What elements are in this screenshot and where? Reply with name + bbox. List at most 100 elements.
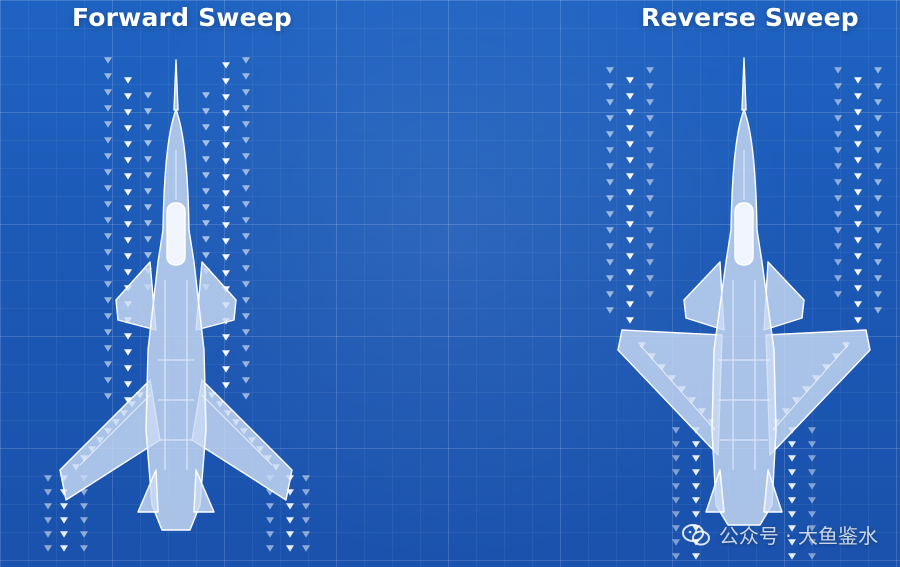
airflow-arrow: [242, 313, 250, 320]
right-tail: [763, 469, 783, 513]
airflow-arrow: [202, 236, 210, 243]
airflow-arrow: [104, 201, 112, 208]
airflow-arrow: [222, 222, 230, 229]
airflow-arrow: [104, 297, 112, 304]
airflow-arrow: [606, 115, 614, 122]
airflow-arrow: [202, 140, 210, 147]
airflow-arrow: [302, 475, 310, 482]
airflow-arrow: [302, 545, 310, 552]
airflow-arrow: [124, 205, 132, 212]
airflow-arrow: [854, 109, 862, 116]
airflow-arrow: [606, 227, 614, 234]
airflow-arrow: [80, 545, 88, 552]
airflow-arrow: [788, 539, 796, 546]
airflow-arrow: [788, 553, 796, 560]
airflow-arrow: [124, 237, 132, 244]
airflow-arrow: [646, 291, 654, 298]
airflow-arrow: [606, 243, 614, 250]
airflow-arrow: [606, 307, 614, 314]
airflow-arrow: [606, 259, 614, 266]
airflow-arrow: [144, 92, 152, 99]
right-canard: [195, 261, 237, 331]
airflow-arrow: [124, 333, 132, 340]
airflow-arrow: [808, 455, 816, 462]
airflow-arrow: [144, 236, 152, 243]
airflow-arrows-right: [606, 67, 882, 560]
wechat-icon: [681, 523, 710, 545]
airflow-arrow: [222, 334, 230, 341]
airflow-arrow: [242, 281, 250, 288]
airflow-arrow: [242, 201, 250, 208]
airflow-arrow: [266, 531, 274, 538]
airflow-arrow: [606, 179, 614, 186]
airflow-arrow: [242, 345, 250, 352]
airflow-arrow: [606, 195, 614, 202]
airflow-arrow: [302, 531, 310, 538]
airflow-arrow: [606, 163, 614, 170]
airflow-arrow: [834, 99, 842, 106]
airflow-arrow: [606, 211, 614, 218]
airflow-arrow: [834, 163, 842, 170]
airflow-arrow: [874, 243, 882, 250]
airflow-arrow: [222, 238, 230, 245]
left-main-wing: [59, 379, 161, 501]
airflow-arrow: [808, 553, 816, 560]
airflow-arrow: [242, 377, 250, 384]
airflow-arrow: [104, 329, 112, 336]
airflow-arrow: [222, 190, 230, 197]
airflow-arrow: [266, 545, 274, 552]
airflow-arrow: [874, 195, 882, 202]
airflow-arrow: [104, 121, 112, 128]
airflow-arrow: [286, 531, 294, 538]
airflow-arrow: [692, 497, 700, 504]
airflow-arrow: [242, 249, 250, 256]
airflow-arrow: [606, 131, 614, 138]
airflow-arrow: [60, 517, 68, 524]
airflow-arrow: [646, 211, 654, 218]
airflow-arrow: [626, 173, 634, 180]
airflow-arrow: [606, 99, 614, 106]
airflow-arrow: [854, 221, 862, 228]
airflow-arrow: [854, 205, 862, 212]
airflow-arrow: [302, 489, 310, 496]
airflow-arrow: [242, 105, 250, 112]
airflow-arrow: [874, 291, 882, 298]
airflow-arrow: [222, 62, 230, 69]
airflow-arrow: [874, 147, 882, 154]
airflow-arrow: [202, 156, 210, 163]
airflow-arrow: [104, 313, 112, 320]
airflow-arrow: [646, 275, 654, 282]
airflow-arrow: [854, 237, 862, 244]
forward-sweep-aircraft: [59, 59, 293, 531]
airflow-arrow: [672, 497, 680, 504]
airflow-arrow: [222, 110, 230, 117]
airflow-arrow: [606, 83, 614, 90]
airflow-arrow: [124, 157, 132, 164]
airflow-arrow: [874, 163, 882, 170]
airflow-arrow: [80, 503, 88, 510]
airflow-arrow: [672, 525, 680, 532]
airflow-arrow: [124, 125, 132, 132]
airflow-arrow: [874, 131, 882, 138]
airflow-arrow: [60, 545, 68, 552]
airflow-arrow: [242, 361, 250, 368]
airflow-arrow: [124, 109, 132, 116]
airflow-arrow: [854, 317, 862, 324]
airflow-arrow: [104, 265, 112, 272]
airflow-arrow: [854, 173, 862, 180]
airflow-arrow: [286, 517, 294, 524]
airflow-arrow: [222, 382, 230, 389]
airflow-arrow: [874, 307, 882, 314]
airflow-arrow: [834, 211, 842, 218]
airflow-arrow: [626, 205, 634, 212]
airflow-arrow: [626, 189, 634, 196]
airflow-arrow: [104, 73, 112, 80]
airflow-arrow: [692, 553, 700, 560]
airflow-arrow: [202, 204, 210, 211]
airflow-arrow: [144, 204, 152, 211]
reverse-sweep-aircraft: [617, 57, 871, 526]
airflow-arrow: [286, 503, 294, 510]
airflow-arrow: [44, 545, 52, 552]
